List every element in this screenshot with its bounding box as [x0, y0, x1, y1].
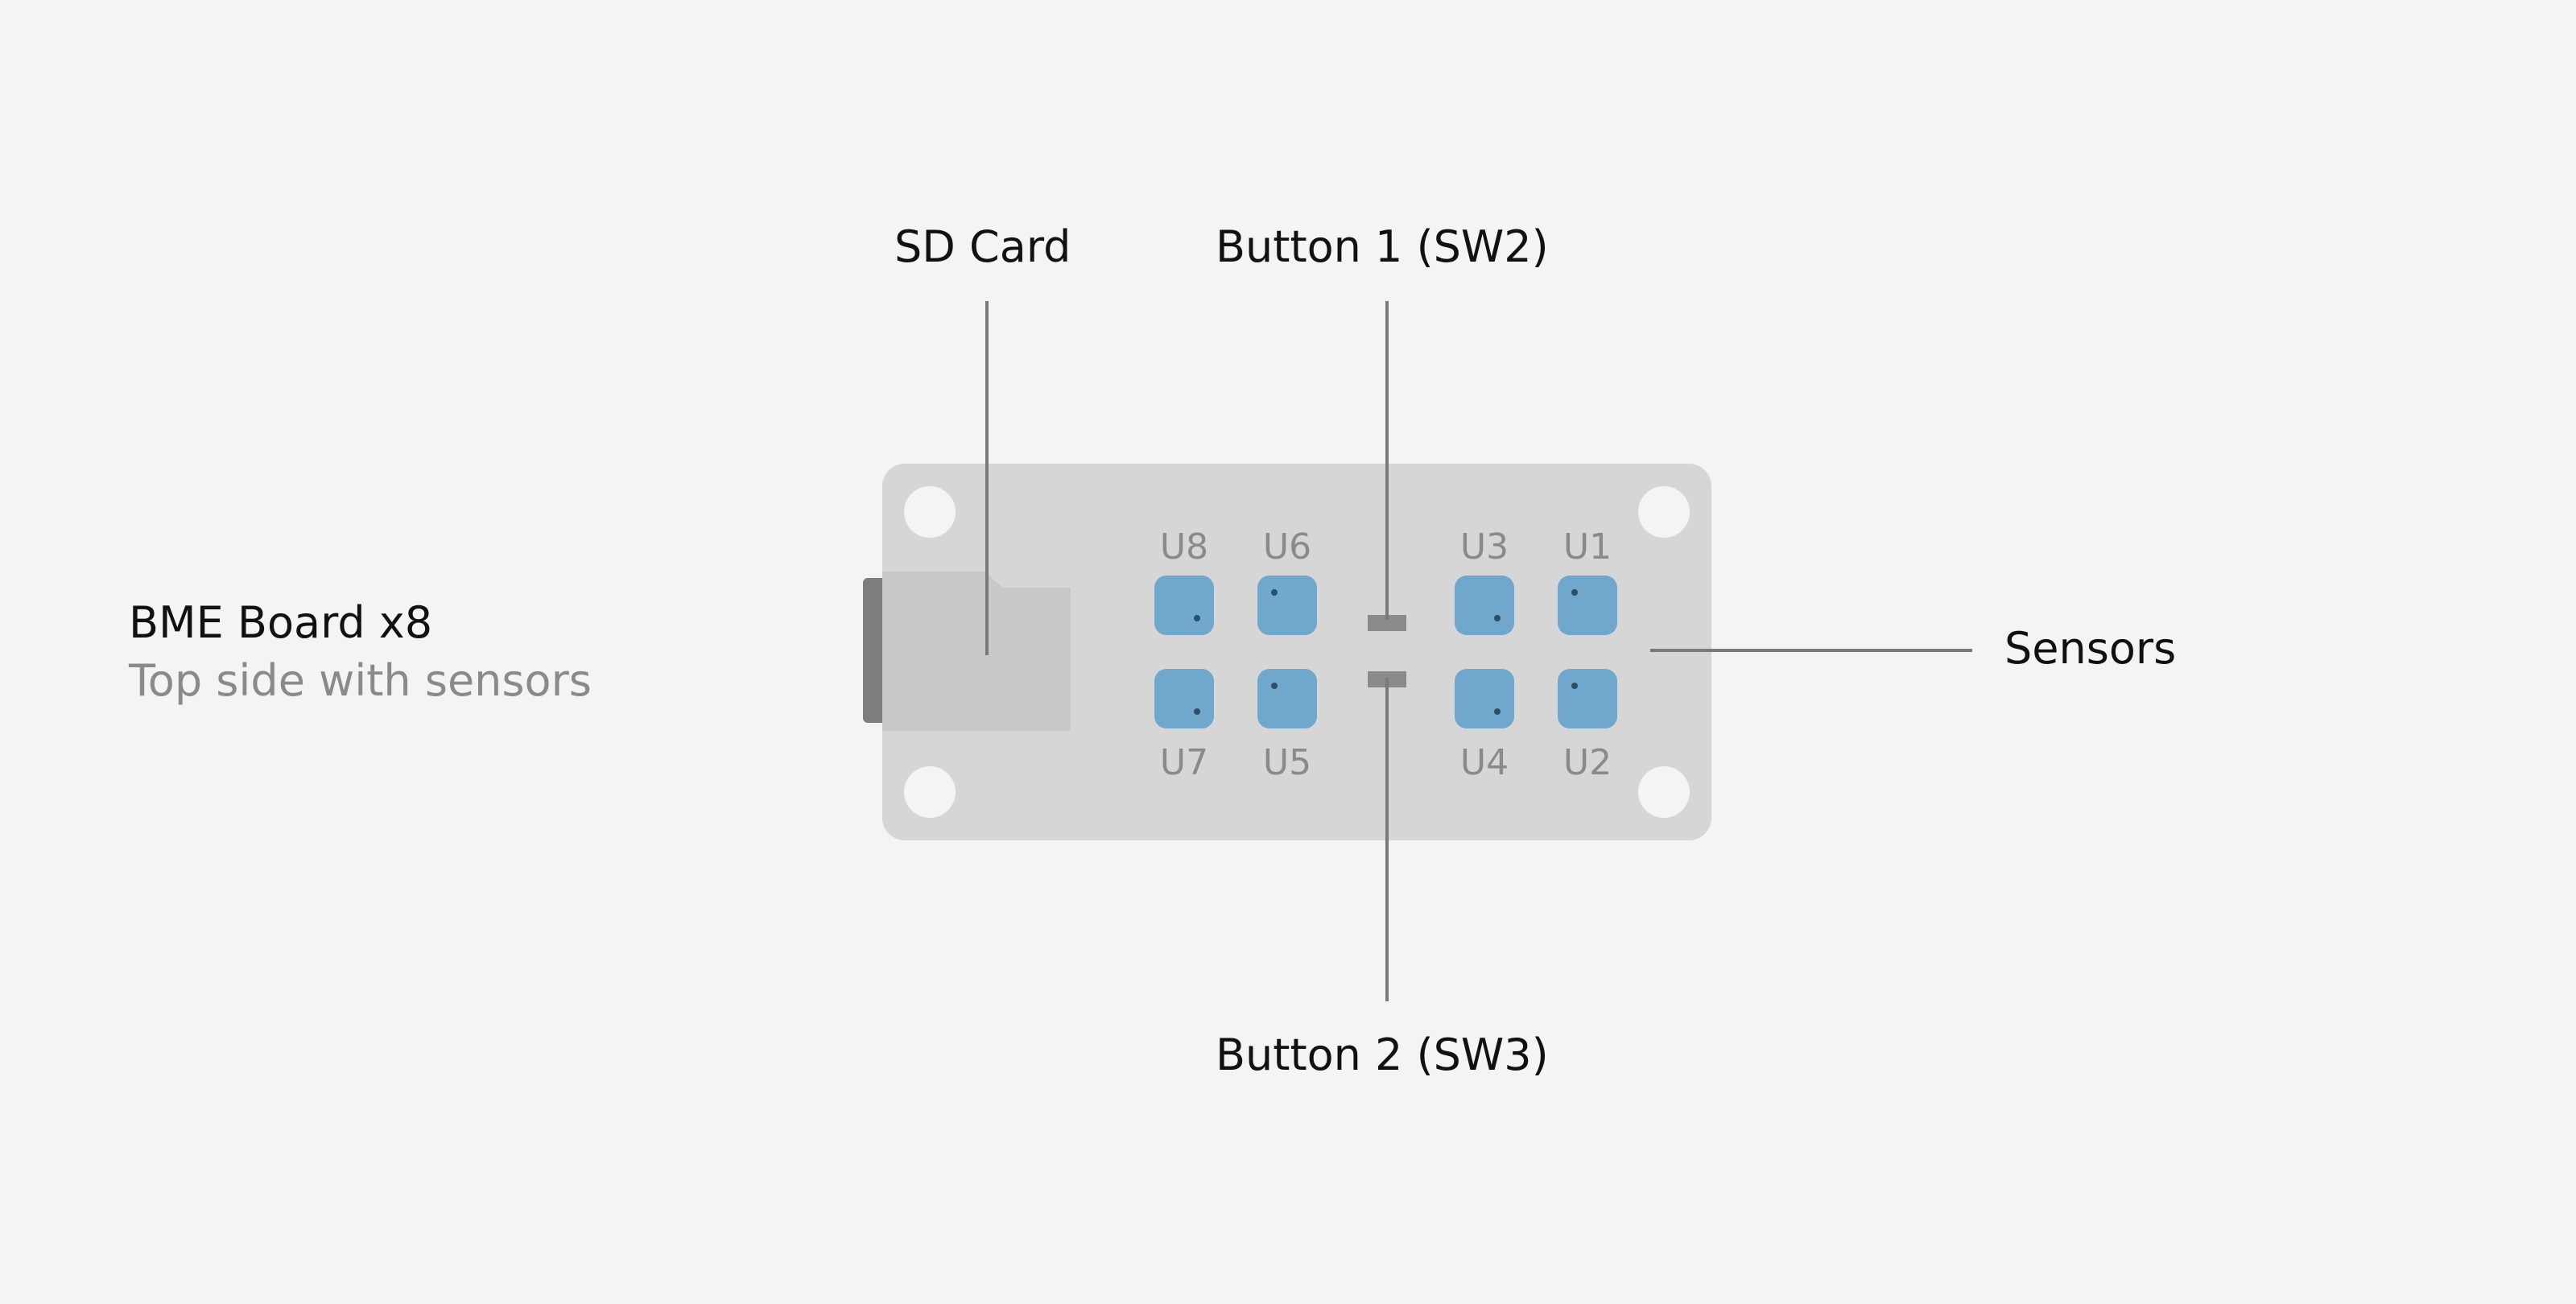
sensor-label-u6: U6	[1263, 526, 1311, 567]
mounting-hole-top-right	[1638, 486, 1690, 538]
sensor-array	[1154, 576, 1617, 728]
board-title: BME Board x8	[129, 597, 433, 648]
mounting-hole-bottom-right	[1638, 766, 1690, 818]
callout-button-1: Button 1 (SW2)	[1216, 221, 1549, 272]
pin-marker-u2	[1571, 683, 1578, 689]
pin-marker-u3	[1494, 615, 1501, 621]
title-block: BME Board x8 Top side with sensors	[129, 594, 592, 710]
sensor-label-u8: U8	[1160, 526, 1208, 567]
sensor-label-u7: U7	[1160, 742, 1208, 783]
mounting-hole-top-left	[904, 486, 956, 538]
pin-marker-u6	[1271, 589, 1278, 596]
pin-marker-u5	[1271, 683, 1278, 689]
sensor-u4	[1455, 669, 1514, 728]
button-1-sw2	[1368, 615, 1406, 631]
board	[882, 464, 1711, 840]
pin-marker-u4	[1494, 708, 1501, 715]
sensor-u2	[1558, 669, 1617, 728]
pin-marker-u8	[1194, 615, 1200, 621]
callout-sensors: Sensors	[2004, 623, 2177, 674]
sensor-label-u4: U4	[1460, 742, 1509, 783]
sd-card	[882, 572, 1071, 731]
sensor-u1	[1558, 576, 1617, 635]
pin-marker-u7	[1194, 708, 1200, 715]
sensor-u7	[1154, 669, 1214, 728]
callout-sd-card: SD Card	[894, 221, 1071, 272]
sensor-u6	[1257, 576, 1317, 635]
mounting-hole-bottom-left	[904, 766, 956, 818]
pin-marker-u1	[1571, 589, 1578, 596]
sensor-label-u1: U1	[1563, 526, 1612, 567]
sensor-label-u3: U3	[1460, 526, 1509, 567]
sensor-label-u5: U5	[1263, 742, 1311, 783]
board-subtitle: Top side with sensors	[129, 655, 592, 706]
sensor-u8	[1154, 576, 1214, 635]
sensor-u3	[1455, 576, 1514, 635]
sensor-u5	[1257, 669, 1317, 728]
sensor-label-u2: U2	[1563, 742, 1612, 783]
callout-button-2: Button 2 (SW3)	[1216, 1030, 1549, 1080]
